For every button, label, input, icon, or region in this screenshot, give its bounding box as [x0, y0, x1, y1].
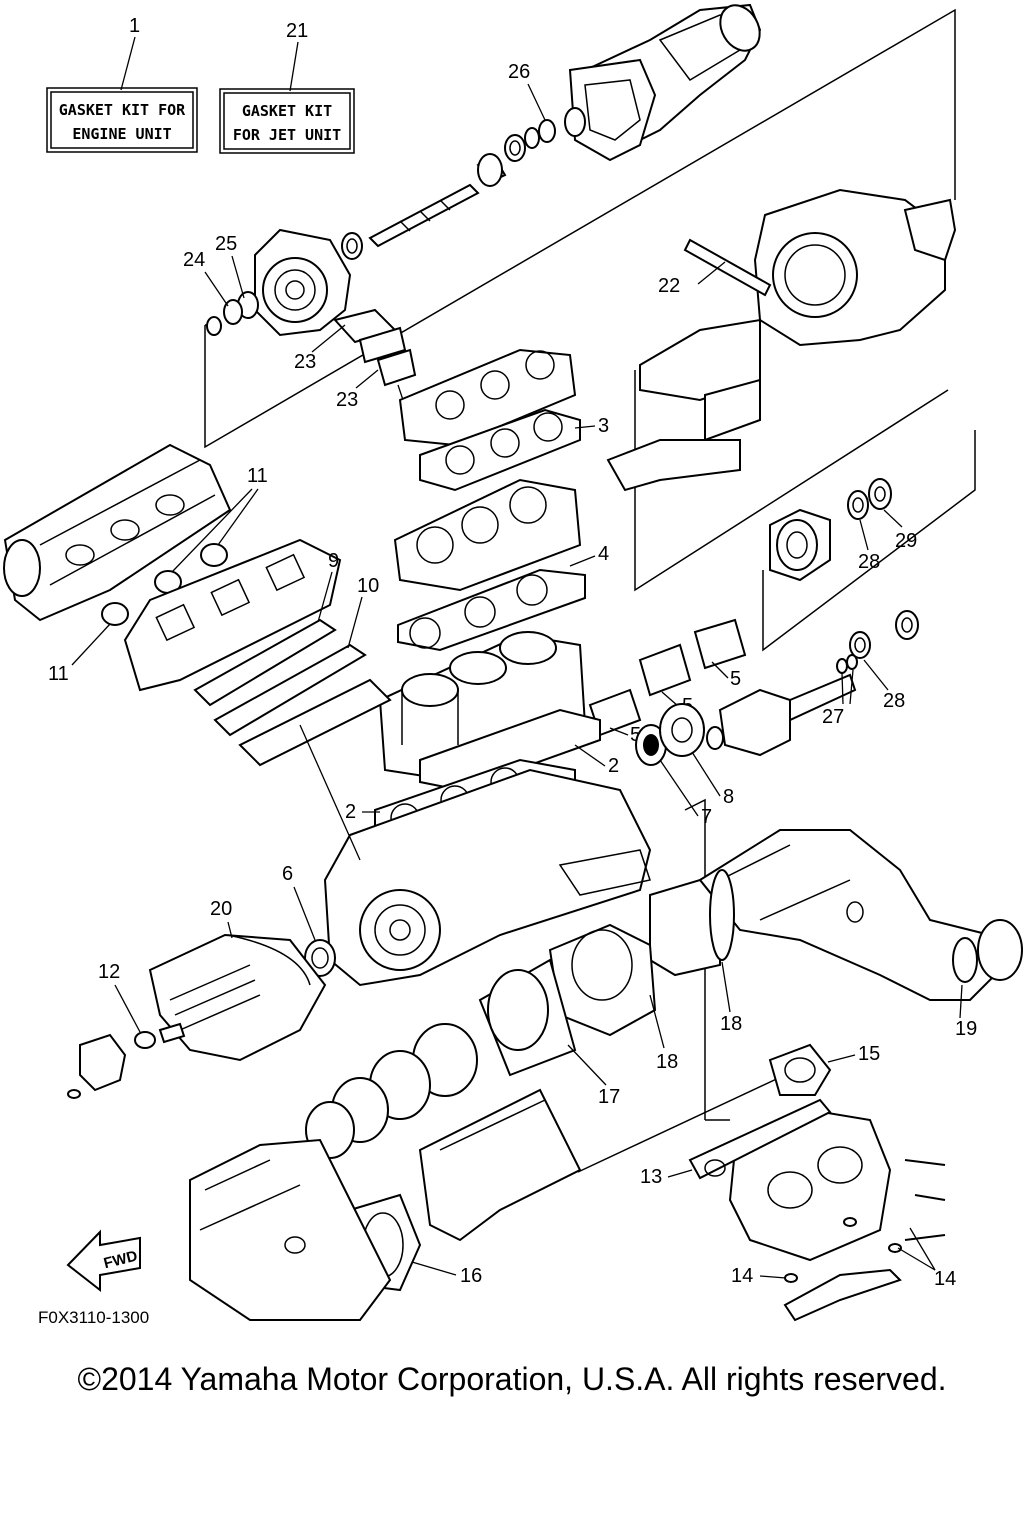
callout-17: 17 — [598, 1086, 620, 1108]
callout-19: 19 — [955, 1018, 977, 1040]
callout-27: 27 — [822, 706, 844, 728]
bearing-seals-lower — [849, 610, 919, 659]
callout-24: 24 — [183, 249, 205, 271]
engine-mount-bracket — [606, 318, 761, 492]
manifold-cover-gasket-15 — [768, 1043, 832, 1096]
callout-9: 9 — [328, 550, 339, 572]
callout-14b: 14 — [934, 1268, 956, 1290]
diagram-code: F0X3110-1300 — [38, 1308, 149, 1327]
gasket-kit-jet-box: GASKET KIT FOR JET UNIT — [219, 88, 355, 154]
callout-18b: 18 — [656, 1051, 678, 1073]
head-gasket-4 — [397, 568, 586, 652]
drive-coupling — [718, 654, 858, 757]
callout-16: 16 — [460, 1265, 482, 1287]
callout-23a: 23 — [294, 351, 316, 373]
manifold-bolts — [904, 1159, 946, 1241]
callout-21: 21 — [286, 20, 308, 42]
callout-11b: 11 — [48, 663, 69, 685]
copyright-notice: ©2014 Yamaha Motor Corporation, U.S.A. A… — [77, 1361, 946, 1397]
callout-10: 10 — [357, 575, 379, 597]
kit-engine-line2: ENGINE UNIT — [72, 125, 171, 143]
callout-5a: 5 — [730, 668, 741, 690]
callout-20: 20 — [210, 898, 232, 920]
callout-28b: 28 — [883, 690, 905, 712]
impeller-shaft-seals — [476, 119, 556, 187]
callout-6: 6 — [282, 863, 293, 885]
forward-arrow-icon: FWD — [66, 1229, 141, 1293]
intake-gaskets-11 — [101, 543, 228, 626]
callout-26: 26 — [508, 61, 530, 83]
callout-28a: 28 — [858, 551, 880, 573]
callout-23b: 23 — [336, 389, 358, 411]
callout-15: 15 — [858, 1043, 880, 1065]
cylinder-head — [393, 478, 582, 592]
callout-14a: 14 — [731, 1265, 753, 1287]
reed-valves — [238, 678, 392, 861]
callout-5c: 5 — [630, 724, 641, 746]
magneto-cover — [148, 933, 327, 1062]
water-pipes-14 — [783, 1217, 902, 1322]
kit-engine-line1: GASKET KIT FOR — [59, 101, 186, 119]
kit-jet-line2: FOR JET UNIT — [233, 126, 341, 144]
expansion-chamber — [478, 923, 657, 1077]
intake-manifold-gasket-9 — [193, 618, 337, 707]
jet-unit-housing — [683, 188, 957, 347]
carburetor-assembly — [123, 538, 342, 692]
cylinder-head-cover — [398, 348, 577, 447]
leader-21 — [289, 41, 299, 92]
callout-2a: 2 — [608, 755, 619, 777]
callout-25: 25 — [215, 233, 237, 255]
callout-13: 13 — [640, 1166, 662, 1188]
kit-jet-line1: GASKET KIT — [242, 102, 332, 120]
exhaust-covers — [588, 618, 747, 737]
oil-pump — [67, 1022, 186, 1099]
coupling-bearings — [635, 703, 724, 766]
drive-shaft — [341, 183, 480, 260]
jet-pump-housing — [564, 3, 762, 162]
callout-4: 4 — [598, 543, 609, 565]
callout-12: 12 — [98, 961, 120, 983]
bearing-housing — [769, 508, 831, 582]
leader-1 — [120, 36, 136, 91]
manifold-gasket-13 — [688, 1098, 832, 1180]
intermediate-housing — [206, 228, 352, 337]
exhaust-outlet — [418, 1088, 582, 1242]
base-gasket-upper — [419, 708, 601, 792]
callout-29: 29 — [895, 530, 917, 552]
exhaust-gaskets-18 — [649, 869, 735, 977]
callout-3: 3 — [598, 415, 609, 437]
callout-22: 22 — [658, 275, 680, 297]
gasket-kit-engine-box: GASKET KIT FOR ENGINE UNIT — [46, 87, 198, 153]
head-gasket-3 — [419, 408, 581, 492]
callout-8: 8 — [723, 786, 734, 808]
callout-1: 1 — [129, 15, 140, 37]
group-frame-lines — [204, 8, 976, 1173]
bearing-seals-upper — [847, 478, 892, 520]
callout-7: 7 — [701, 806, 712, 828]
intake-silencer — [3, 443, 232, 622]
intake-manifold-gasket-10 — [213, 643, 367, 737]
reed-valve-block — [333, 308, 417, 401]
water-lock — [189, 1138, 392, 1321]
callout-18a: 18 — [720, 1013, 742, 1035]
callout-2b: 2 — [345, 801, 356, 823]
exhaust-pipe — [698, 829, 1023, 1001]
callout-11a: 11 — [247, 465, 268, 487]
crankcase — [323, 768, 652, 987]
